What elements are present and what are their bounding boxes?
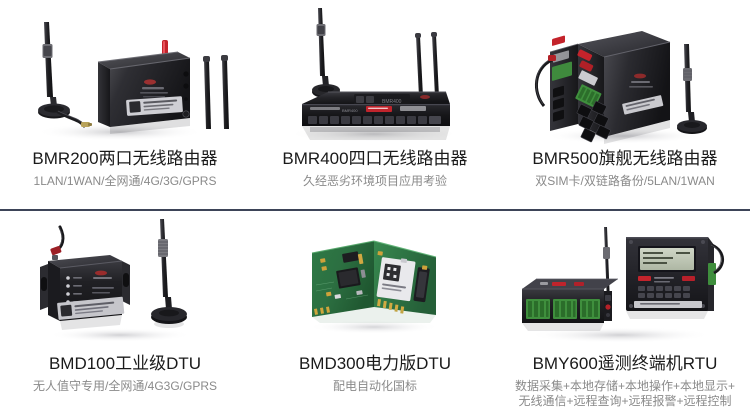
product-subtitle: 无人值守专用/全网通/4G3G/GPRS: [32, 379, 218, 393]
product-subtitle: 数据采集+本地存储+本地操作+本地显示+: [514, 379, 736, 393]
antenna-cable: [50, 225, 65, 260]
product-card-bmy600[interactable]: BMY600遥测终端机RTU 数据采集+本地存储+本地操作+本地显示+ 无线通信…: [500, 211, 750, 420]
product-card-bmr200[interactable]: BMR200两口无线路由器 1LAN/1WAN/全网通/4G/3G/GPRS: [0, 0, 250, 209]
bmd300-dtu-photo: [250, 211, 500, 351]
magnetic-antenna: [677, 44, 707, 134]
product-card-bmr500[interactable]: BMR500旗舰无线路由器 双SIM卡/双链路备份/5LAN/1WAN: [500, 0, 750, 209]
product-card-bmr400[interactable]: BMR400: [250, 0, 500, 209]
bmr200-router-photo: [0, 0, 250, 148]
product-title: BMD300电力版DTU: [298, 354, 452, 373]
stick-antennas: [415, 32, 439, 97]
bmy600-rtu-photo: [500, 211, 750, 351]
row-divider: [0, 209, 750, 211]
keypad: [638, 286, 690, 298]
product-subtitle: 配电自动化国标: [332, 379, 417, 393]
product-row-2: BMD100工业级DTU 无人值守专用/全网通/4G3G/GPRS: [0, 211, 750, 420]
magnetic-antenna: [151, 219, 187, 324]
rtu-display-unit: [626, 237, 725, 311]
product-row-1: BMR200两口无线路由器 1LAN/1WAN/全网通/4G/3G/GPRS: [0, 0, 750, 209]
product-title: BMY600遥测终端机RTU: [532, 354, 718, 373]
product-caption: BMY600遥测终端机RTU 数据采集+本地存储+本地操作+本地显示+ 无线通信…: [500, 353, 750, 408]
magnetic-antenna: [38, 22, 92, 128]
bmr500-router-photo: [500, 0, 750, 148]
product-caption: BMR500旗舰无线路由器 双SIM卡/双链路备份/5LAN/1WAN: [500, 148, 750, 189]
product-title: BMR400四口无线路由器: [282, 149, 468, 168]
magnetic-antenna: [312, 8, 340, 98]
pcb-module-right: [373, 240, 437, 315]
product-caption: BMD300电力版DTU 配电自动化国标: [250, 353, 500, 394]
stick-antennas: [203, 55, 229, 129]
product-title: BMR200两口无线路由器: [32, 149, 218, 168]
product-caption: BMR400四口无线路由器 久经恶劣环境项目应用考验: [250, 148, 500, 189]
rj45-port-array: [576, 104, 596, 143]
port-row: [308, 116, 441, 124]
product-subtitle: 久经恶劣环境项目应用考验: [302, 174, 447, 188]
product-subtitle: 1LAN/1WAN/全网通/4G/3G/GPRS: [33, 174, 217, 188]
pcb-module-left: [311, 240, 375, 317]
router-body: [97, 51, 191, 127]
bmr400-router-photo: BMR400: [250, 0, 500, 148]
router-body: BMR400: [302, 91, 450, 126]
rear-router-unit: [535, 35, 579, 131]
product-card-bmd300[interactable]: BMD300电力版DTU 配电自动化国标: [250, 211, 500, 420]
product-caption: BMD100工业级DTU 无人值守专用/全网通/4G3G/GPRS: [0, 353, 250, 394]
product-subtitle-line2: 无线通信+远程查询+远程报警+远程控制: [518, 394, 732, 408]
product-subtitle: 双SIM卡/双链路备份/5LAN/1WAN: [535, 174, 715, 188]
green-terminal-blocks: [526, 299, 600, 319]
rtu-terminal-unit: [522, 278, 618, 323]
rj45-port-array-2: [591, 101, 611, 140]
product-card-bmd100[interactable]: BMD100工业级DTU 无人值守专用/全网通/4G3G/GPRS: [0, 211, 250, 420]
svg-text:BMR400: BMR400: [342, 108, 358, 113]
svg-text:BMR400: BMR400: [382, 99, 402, 105]
front-router-unit: [575, 31, 671, 143]
product-caption: BMR200两口无线路由器 1LAN/1WAN/全网通/4G/3G/GPRS: [0, 148, 250, 189]
bmd100-dtu-photo: [0, 211, 250, 351]
product-title: BMR500旗舰无线路由器: [532, 149, 718, 168]
product-title: BMD100工业级DTU: [48, 354, 202, 373]
dtu-body: [40, 255, 130, 321]
